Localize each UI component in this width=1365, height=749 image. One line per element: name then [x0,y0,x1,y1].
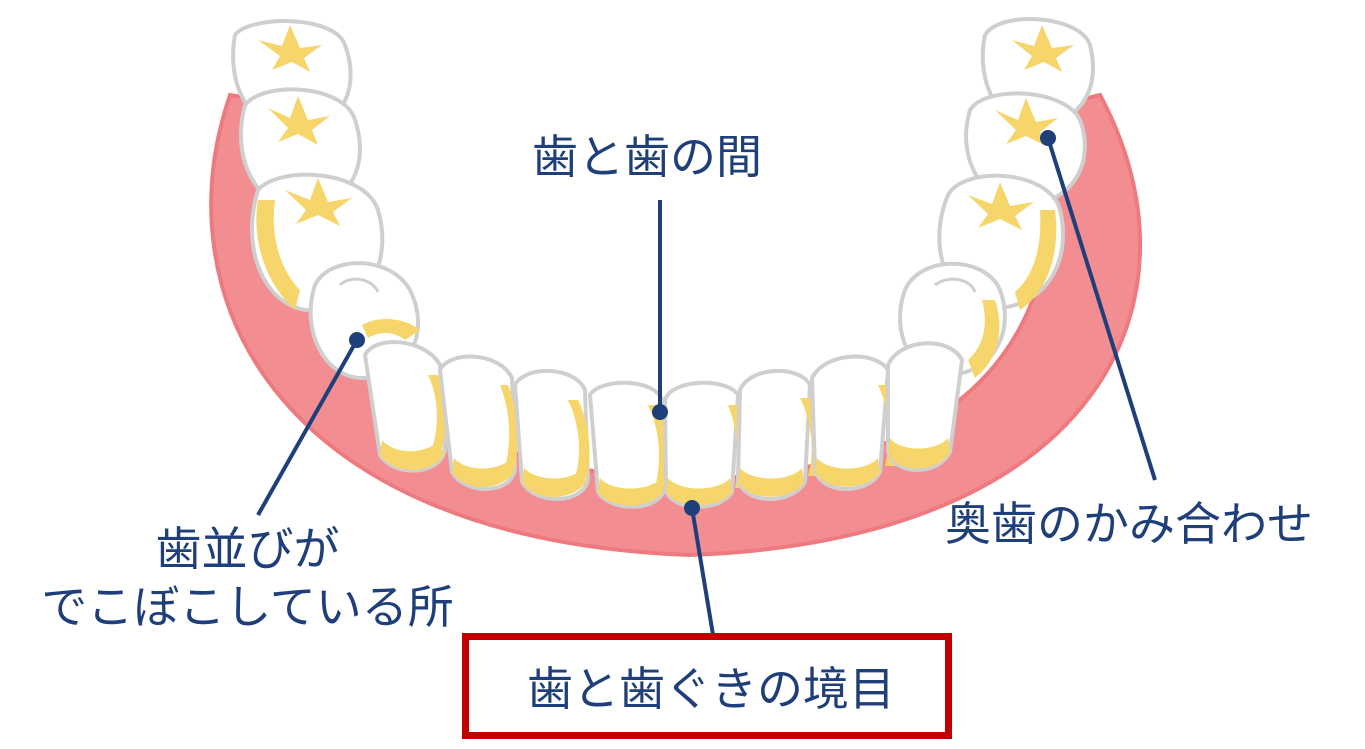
dot-gumline [684,500,700,516]
front-tooth-4 [587,380,668,509]
dot-crooked [349,332,365,348]
leader-crooked [256,339,359,516]
label-crooked-line1: 歯並びが [155,522,340,576]
leader-molar-bite [1046,137,1157,481]
front-tooth-8 [886,341,965,472]
label-molar-bite: 奥歯のかみ合わせ [945,497,1313,551]
label-gumline: 歯と歯ぐきの境目 [527,662,895,716]
label-crooked-teeth: 歯並びが でこぼこしている所 [0,520,495,636]
label-between-teeth: 歯と歯の間 [532,130,762,184]
label-crooked-line2: でこぼこしている所 [41,580,454,634]
leader-dots [349,130,1056,516]
front-tooth-7 [809,354,898,491]
front-tooth-3 [512,369,591,501]
dot-molar-bite [1040,130,1056,146]
highlight-box: 歯と歯ぐきの境目 [462,633,952,739]
dot-between-teeth [652,404,668,420]
front-tooth-2 [437,354,518,491]
